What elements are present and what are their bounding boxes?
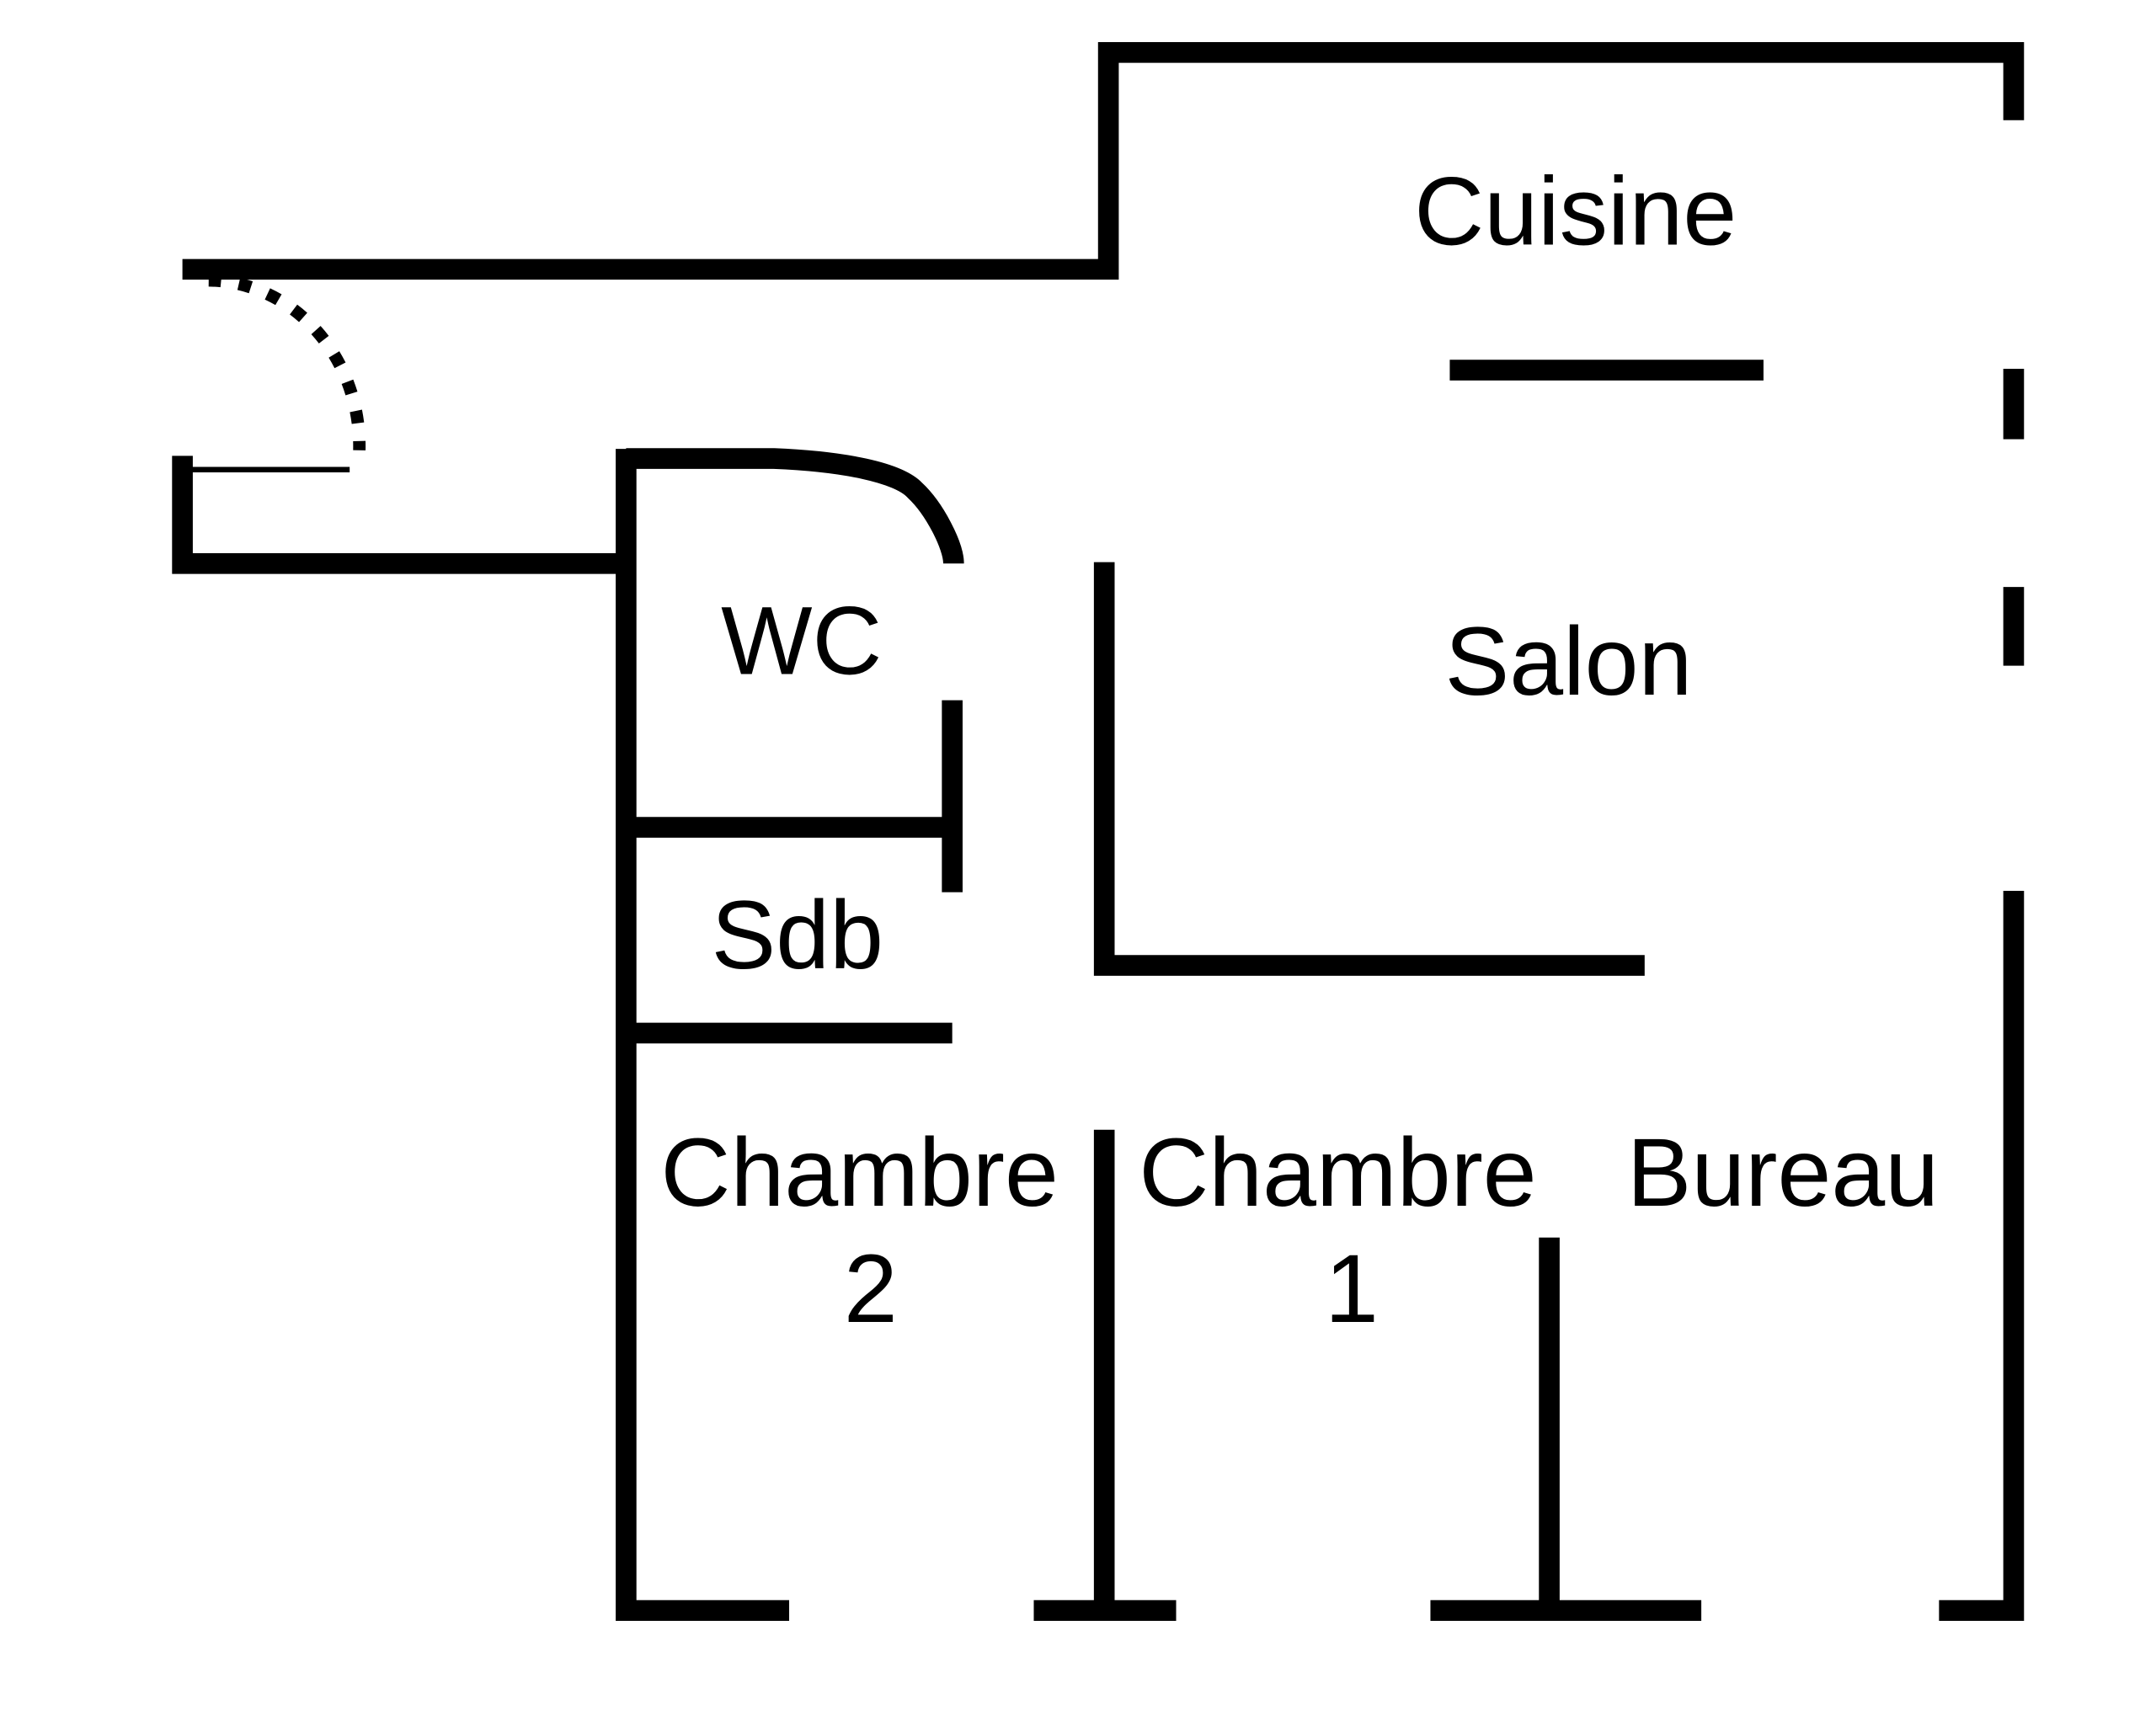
wc-curved-wall	[626, 448, 964, 565]
wall-top-outline	[182, 42, 2025, 280]
label-chambre1: Chambre	[1139, 1119, 1536, 1227]
walls	[172, 42, 2025, 1621]
label-salon: Salon	[1445, 608, 1693, 716]
label-wc: WC	[721, 588, 882, 695]
room-labels: Cuisine Salon WC Sdb Chambre 2 Chambre 1…	[661, 157, 1940, 1342]
label-bureau: Bureau	[1627, 1119, 1939, 1227]
label-chambre2: Chambre	[661, 1119, 1059, 1227]
entry-door-swing	[208, 274, 366, 450]
wall-salon	[1093, 562, 1645, 976]
label-chambre2-number: 2	[844, 1235, 898, 1343]
label-chambre1-number: 1	[1325, 1235, 1379, 1343]
label-sdb: Sdb	[712, 882, 883, 989]
label-cuisine: Cuisine	[1414, 157, 1737, 265]
wall-entry	[172, 456, 627, 574]
wall-right-bottom	[1939, 891, 2025, 1621]
